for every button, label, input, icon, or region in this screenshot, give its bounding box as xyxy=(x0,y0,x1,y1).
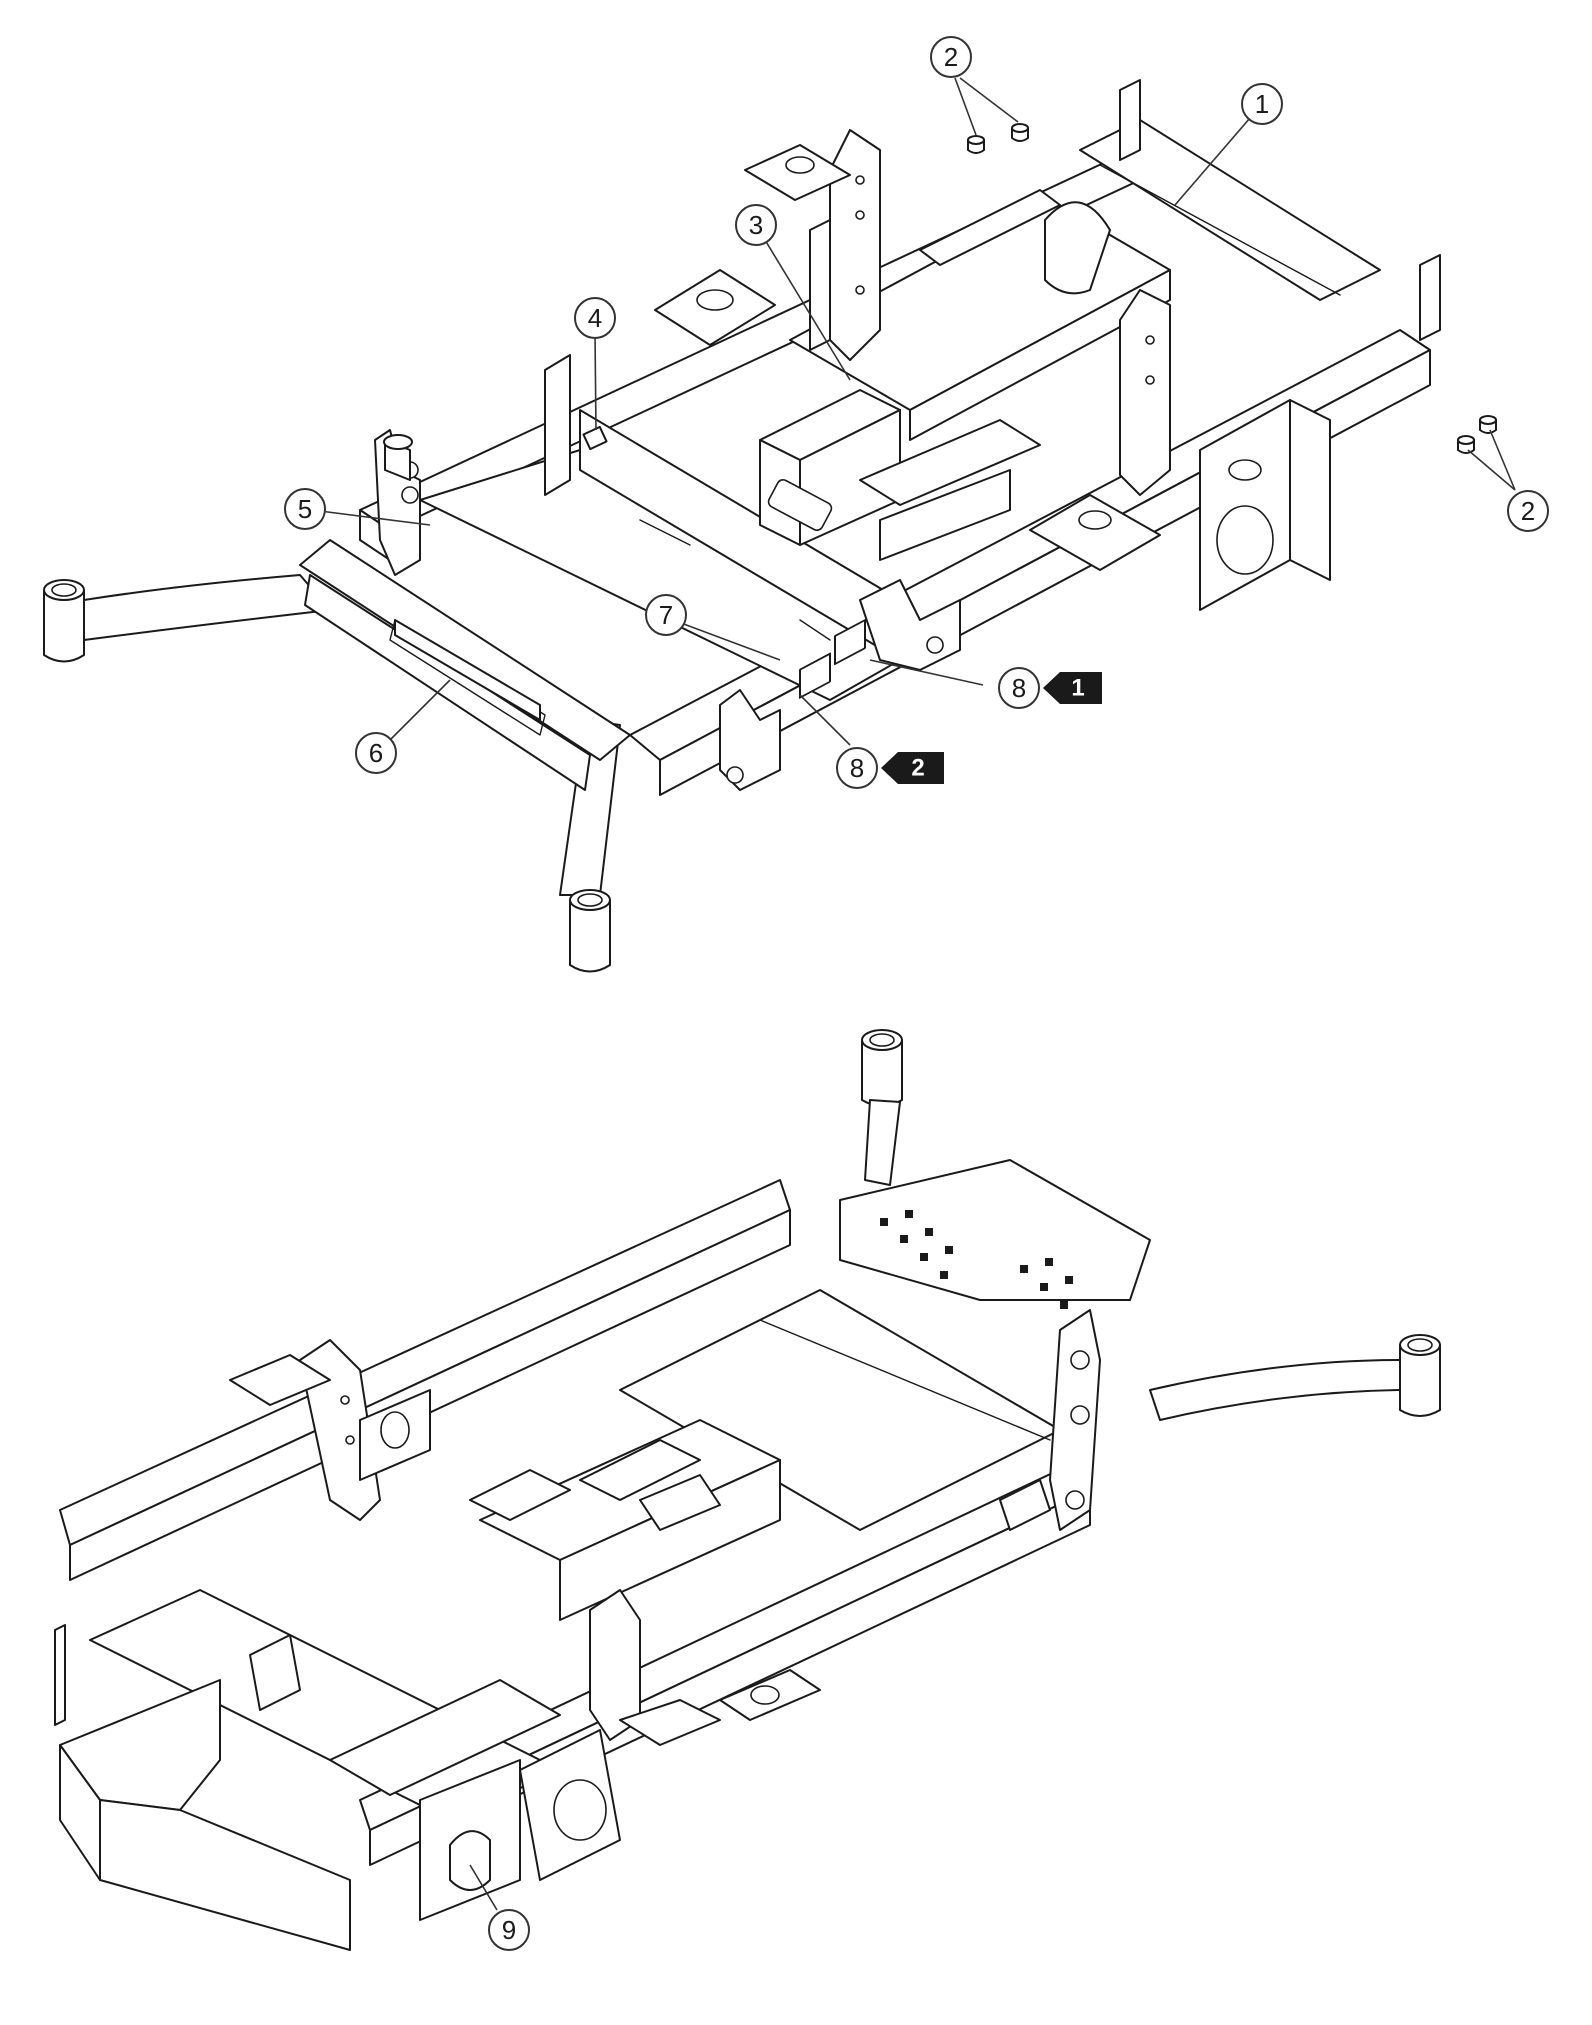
right-trans-mount xyxy=(1199,399,1331,611)
callout-2-top: 2 xyxy=(930,36,972,78)
front-caster-tube xyxy=(559,719,621,973)
callout-1: 1 xyxy=(1241,83,1283,125)
front-right-upright-lower xyxy=(999,1309,1101,1531)
callout-5-label: 5 xyxy=(298,494,312,524)
steering-pivot-left xyxy=(383,434,413,481)
rops-mount-lower xyxy=(229,1339,431,1521)
callout-7-label: 7 xyxy=(659,600,673,630)
left-caster-tube xyxy=(43,574,331,663)
decal-4 xyxy=(582,425,608,451)
callout-3-label: 3 xyxy=(749,210,763,240)
center-box-lower xyxy=(469,1419,781,1621)
rops-mount-left xyxy=(809,129,881,361)
bushings-right xyxy=(1457,415,1497,454)
callout-8-upper-label: 8 xyxy=(1012,673,1026,703)
callout-5: 5 xyxy=(284,488,326,530)
callout-2-right-label: 2 xyxy=(1521,496,1535,526)
front-cross-plate-lower xyxy=(839,1159,1151,1301)
front-right-brackets xyxy=(719,579,961,791)
callout-1-label: 1 xyxy=(1255,89,1269,119)
tag-1-label: 1 xyxy=(1071,675,1084,702)
callout-8-lower: 8 2 xyxy=(836,747,944,789)
callout-4: 4 xyxy=(574,297,616,339)
callout-9-label: 9 xyxy=(502,1915,516,1945)
callout-6: 6 xyxy=(355,732,397,774)
square-holes xyxy=(880,1210,1073,1309)
callout-9: 9 xyxy=(488,1909,530,1951)
upper-frame-view xyxy=(43,79,1497,973)
left-mount-plate xyxy=(654,269,776,346)
right-mount-plate xyxy=(1029,494,1161,571)
decal-strip-6 xyxy=(394,619,541,721)
rops-mount-right xyxy=(1119,289,1171,496)
callout-7: 7 xyxy=(645,594,687,636)
rear-caster-tube-lower xyxy=(861,1029,903,1186)
tag-1-badge xyxy=(1043,672,1102,704)
leader-lines xyxy=(319,77,1516,1911)
rear-deck xyxy=(789,79,1441,441)
rear-deck-lower xyxy=(54,1589,561,1951)
callout-8-upper: 8 1 xyxy=(998,667,1102,709)
callout-3: 3 xyxy=(735,204,777,246)
rear-left-plate xyxy=(744,144,851,201)
tag-2-label: 2 xyxy=(911,755,924,782)
decals-8 xyxy=(799,618,866,699)
callout-8-lower-label: 8 xyxy=(850,753,864,783)
trans-mount-lower xyxy=(419,1729,621,1921)
callout-6-label: 6 xyxy=(369,738,383,768)
bushings-top xyxy=(967,123,1029,154)
callout-2-top-label: 2 xyxy=(944,42,958,72)
tag-2-badge xyxy=(881,752,944,784)
callout-2-right: 2 xyxy=(1507,490,1549,532)
lower-frame-view xyxy=(54,1029,1441,1951)
center-box xyxy=(579,389,1041,661)
callout-4-label: 4 xyxy=(588,303,602,333)
mid-upright-lower xyxy=(589,1589,821,1746)
right-caster-tube-lower xyxy=(1149,1334,1441,1421)
